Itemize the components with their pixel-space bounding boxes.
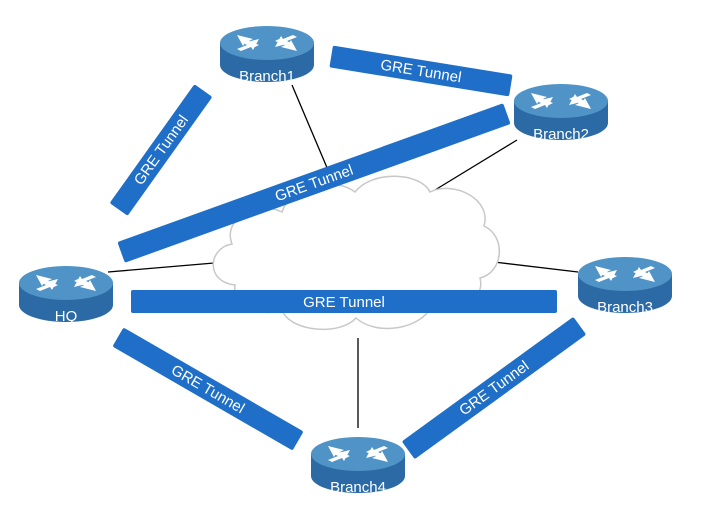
link-branch2-cloud bbox=[434, 139, 518, 191]
physical-links bbox=[107, 84, 579, 428]
link-hq-cloud bbox=[107, 261, 227, 273]
tunnel-branch1-branch2: GRE Tunnel bbox=[329, 45, 513, 97]
tunnel-label: GRE Tunnel bbox=[131, 112, 192, 188]
router-label: Branch3 bbox=[597, 299, 653, 316]
router-label: Branch1 bbox=[239, 68, 295, 85]
router-label: Branch2 bbox=[533, 126, 589, 143]
link-branch1-cloud bbox=[291, 84, 329, 171]
tunnel-branch3-branch4: GRE Tunnel bbox=[402, 317, 586, 459]
router-branch1: Branch1 bbox=[220, 26, 314, 85]
router-branch3: Branch3 bbox=[578, 257, 672, 316]
link-branch3-cloud bbox=[493, 261, 579, 273]
router-branch2: Branch2 bbox=[514, 84, 608, 143]
tunnel-hq-branch4: GRE Tunnel bbox=[113, 328, 303, 450]
tunnel-label: GRE Tunnel bbox=[456, 358, 532, 420]
tunnel-label: GRE Tunnel bbox=[303, 294, 385, 311]
tunnel-label: GRE Tunnel bbox=[168, 362, 247, 418]
tunnel-hq-branch1: GRE Tunnel bbox=[110, 84, 212, 216]
router-hq: HQ bbox=[19, 266, 113, 325]
router-label: HQ bbox=[55, 308, 78, 325]
router-branch4: Branch4 bbox=[311, 437, 405, 496]
tunnel-hq-branch3: GRE Tunnel bbox=[131, 290, 557, 313]
router-label: Branch4 bbox=[330, 479, 386, 496]
